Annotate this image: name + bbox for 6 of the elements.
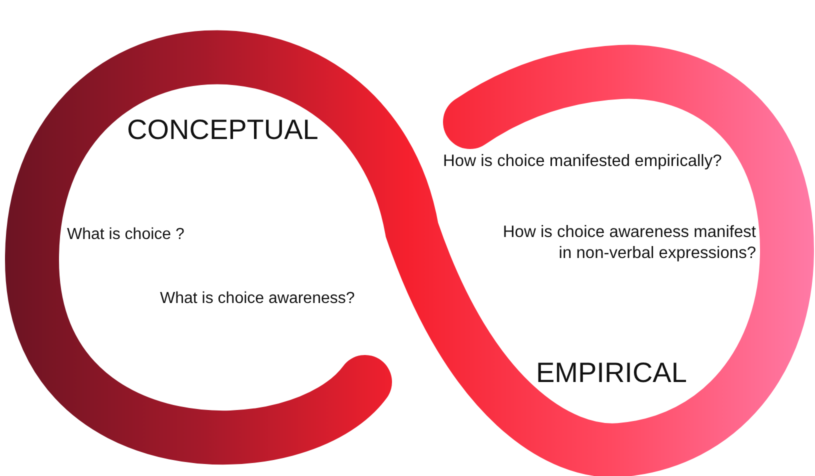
- section-heading: EMPIRICAL: [536, 357, 687, 389]
- question-text: How is choice manifested empirically?: [443, 152, 722, 171]
- question-text: How is choice awareness manifest in non-verbal expressions?: [502, 222, 756, 264]
- question-text: What is choice ?: [67, 226, 184, 244]
- section-heading: CONCEPTUAL: [127, 114, 318, 146]
- question-text: What is choice awareness?: [160, 290, 355, 308]
